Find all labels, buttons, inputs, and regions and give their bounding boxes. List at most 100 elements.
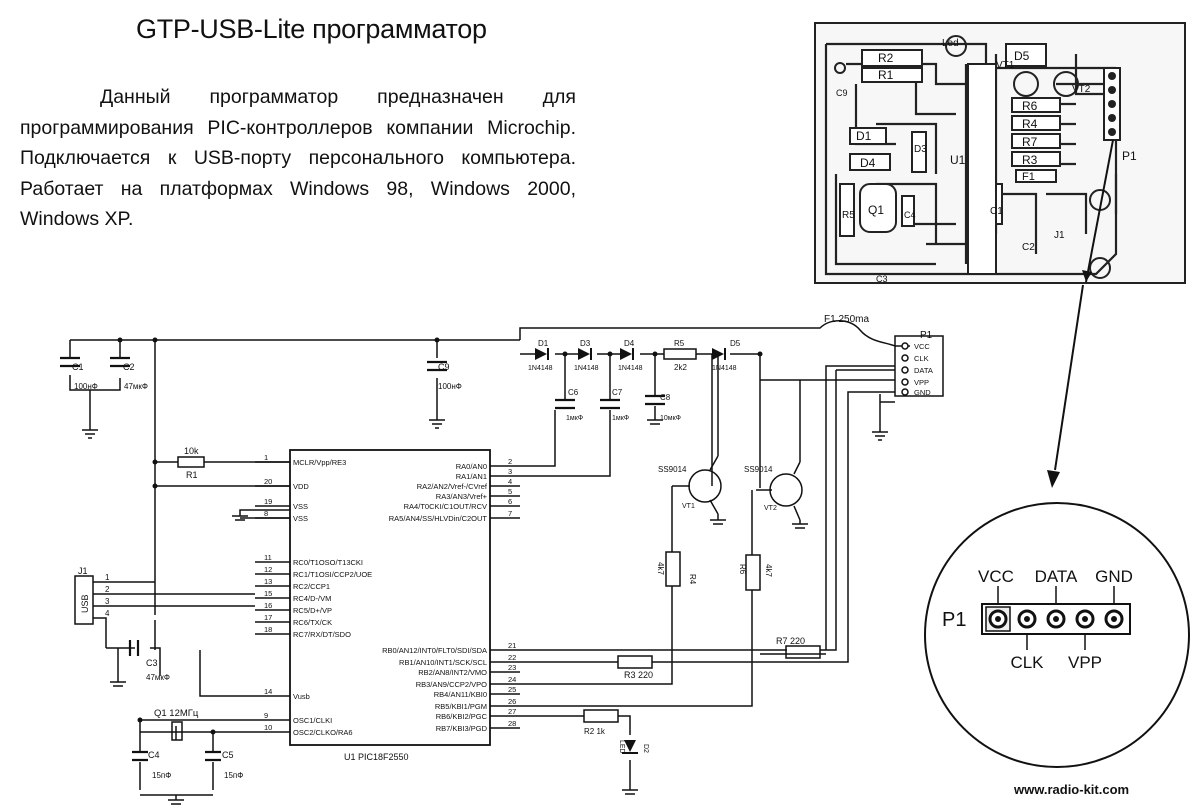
u1-pin-name: RB5/KBI1/PGM (435, 702, 487, 711)
c2-ref: C2 (123, 362, 135, 372)
c6-ref: C6 (568, 388, 579, 397)
c8-ref: C8 (660, 393, 671, 402)
u1-pin-number: 19 (264, 497, 272, 506)
u1-pin-name: RA1/AN1 (456, 472, 487, 481)
u1-pin-name: RB0/AN12/INT0/FLT0/SDI/SDA (382, 646, 487, 655)
pcb-label-f1: F1 (1022, 171, 1035, 183)
u1-pin-name: RC5/D+/VP (293, 606, 332, 615)
vt2-type: SS9014 (744, 465, 773, 474)
c9-value: 100нФ (438, 382, 462, 391)
c5-ref: C5 (222, 750, 234, 760)
d1-value: 1N4148 (528, 365, 553, 372)
pcb-label-d1: D1 (856, 129, 872, 143)
u1-right-pins: 2RA0/AN03RA1/AN14RA2/AN2/Vref-/CVref5RA3… (382, 457, 516, 733)
pcb-label-c3: C3 (876, 274, 888, 282)
r2-label: R2 1k (584, 727, 606, 736)
u1-pin-name: RB3/AN9/CCP2/VPO (416, 680, 487, 689)
pcb-label-r1: R1 (878, 68, 894, 82)
pcb-label-vt1: VT1 (996, 60, 1015, 71)
u1-pin-number: 26 (508, 697, 516, 706)
pcb-label-r2: R2 (878, 51, 894, 65)
u1-pin-name: RC2/CCP1 (293, 582, 330, 591)
pcb-label-r6: R6 (1022, 99, 1038, 113)
pcb-label-p1: P1 (1122, 149, 1137, 163)
r6-value: 4k7 (764, 564, 773, 577)
c8-value: 10мкФ (660, 415, 681, 422)
c3-ref: C3 (146, 658, 158, 668)
u1-pin-number: 1 (264, 453, 268, 462)
c1-ref: C1 (72, 362, 84, 372)
connector-label-clk: CLK (1010, 653, 1044, 672)
page-title: GTP-USB-Lite программатор (136, 14, 487, 44)
q1-label: Q1 12МГц (154, 708, 199, 719)
d2-ref: D2 (642, 744, 649, 753)
p1-pin-clk: CLK (914, 354, 929, 363)
r6-ref: R6 (738, 564, 747, 575)
usb-pin-4: 4 (105, 609, 110, 618)
u1-pin-name: RB4/AN11/KBI0 (434, 690, 487, 699)
usb-pin-2: 2 (105, 585, 110, 594)
pcb-layout: R2 Led VT1 D5 R1 VT2 R6 R4 R7 R3 D1 D3 D… (814, 22, 1186, 284)
pcb-label-r7: R7 (1022, 135, 1038, 149)
r4-ref: R4 (688, 574, 697, 585)
pcb-label-c2: C2 (1022, 242, 1035, 253)
p1-pin-vcc: VCC (914, 342, 930, 351)
u1-pin-number: 10 (264, 723, 272, 732)
u1-pin-number: 27 (508, 707, 516, 716)
u1-left-pins: 1MCLR/Vpp/RE320VDD19VSS8VSS11RC0/T1OSO/T… (264, 453, 372, 737)
j1-value: USB (80, 594, 90, 613)
pcb-label-u1: U1 (950, 153, 966, 167)
c4-value: 15пФ (152, 771, 171, 780)
c9-ref: C9 (438, 362, 450, 372)
u1-pin-number: 13 (264, 577, 272, 586)
u1-pin-name: VSS (293, 502, 308, 511)
u1-pin-number: 15 (264, 589, 272, 598)
d3-value: 1N4148 (574, 365, 599, 372)
u1-pin-number: 6 (508, 497, 512, 506)
vt1-type: SS9014 (658, 465, 687, 474)
connector-title: P1 (942, 609, 966, 631)
u1-pin-number: 20 (264, 477, 272, 486)
p1-pin-gnd: GND (914, 388, 931, 397)
u1-pin-name: VDD (293, 482, 309, 491)
u1-pin-name: RA0/AN0 (456, 462, 487, 471)
vt2-ref: VT2 (764, 505, 777, 512)
u1-pin-name: RB6/KBI2/PGC (436, 712, 488, 721)
pcb-label-led: Led (942, 38, 959, 49)
u1-pin-number: 24 (508, 675, 516, 684)
p1-ref: P1 (920, 330, 933, 341)
pcb-label-c4: C4 (904, 210, 916, 220)
d3-ref: D3 (580, 339, 591, 348)
r7-label: R7 220 (776, 636, 805, 646)
u1-pin-name: Vusb (293, 692, 310, 701)
u1-pin-number: 25 (508, 685, 516, 694)
p1-pin-vpp: VPP (914, 378, 929, 387)
pcb-label-c9: C9 (836, 88, 848, 98)
pcb-label-vt2: VT2 (1072, 84, 1091, 95)
c4-ref: C4 (148, 750, 160, 760)
u1-pin-number: 16 (264, 601, 272, 610)
u1-pin-name: RB2/AN8/INT2/VMO (418, 668, 487, 677)
pcb-label-q1: Q1 (868, 203, 884, 217)
r5-value: 2k2 (674, 363, 687, 372)
u1-pin-number: 8 (264, 509, 268, 518)
u1-pin-number: 5 (508, 487, 512, 496)
d1-ref: D1 (538, 339, 549, 348)
d5-value: 1N4148 (712, 365, 737, 372)
description-text: Данный программатор предназначен для про… (20, 86, 576, 230)
u1-pin-number: 14 (264, 687, 272, 696)
website-url: www.radio-kit.com (1014, 782, 1130, 797)
c6-value: 1мкФ (566, 415, 583, 422)
u1-pin-name: RC1/T1OSI/CCP2/UOE (293, 570, 372, 579)
u1-pin-number: 18 (264, 625, 272, 634)
u1-pin-number: 21 (508, 641, 516, 650)
connector-label-gnd: GND (1095, 567, 1133, 586)
u1-pin-name: RA3/AN3/Vref+ (436, 492, 488, 501)
c7-ref: C7 (612, 388, 623, 397)
u1-pin-number: 9 (264, 711, 268, 720)
c7-value: 1мкФ (612, 415, 629, 422)
u1-pin-name: RA2/AN2/Vref-/CVref (417, 482, 488, 491)
connector-detail: P1 VCC DATA GND CLK VPP (924, 502, 1190, 768)
u1-pin-name: VSS (293, 514, 308, 523)
